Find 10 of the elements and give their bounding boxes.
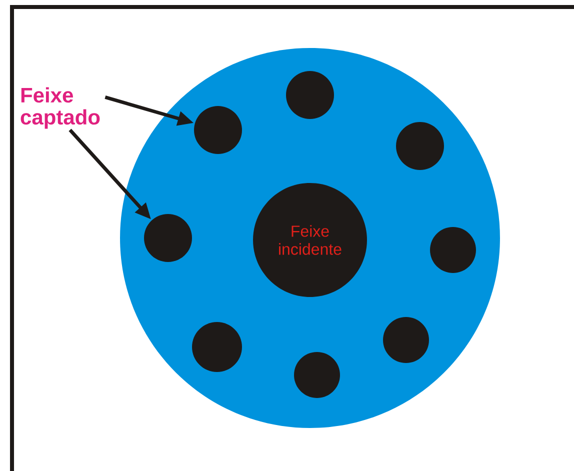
collection-dot (286, 71, 334, 119)
collection-dot (294, 352, 340, 398)
collection-dot (396, 122, 444, 170)
collection-dot (144, 214, 192, 262)
collection-dot (383, 317, 429, 363)
incident-beam-disc: Feixe incidente (253, 183, 367, 297)
collection-dot (194, 106, 242, 154)
callout-label: Feixe captado (20, 87, 100, 129)
collection-dot (430, 227, 476, 273)
collection-dot (192, 322, 242, 372)
